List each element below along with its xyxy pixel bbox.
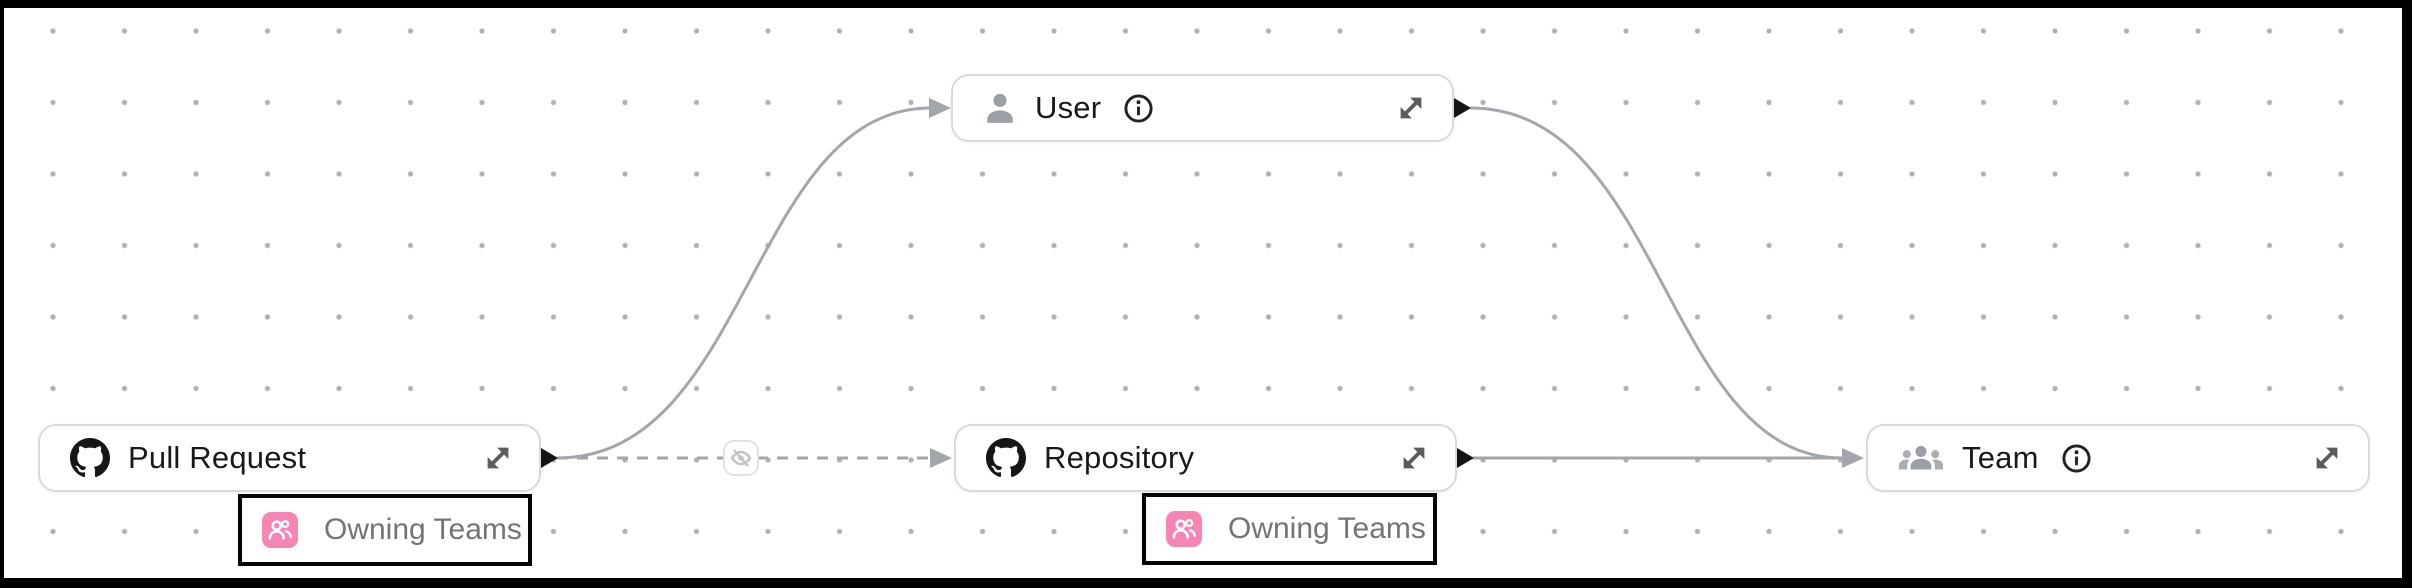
expand-icon[interactable] bbox=[2310, 441, 2344, 475]
source-handle-repository[interactable] bbox=[1457, 448, 1474, 468]
info-icon[interactable] bbox=[1123, 93, 1154, 124]
person-icon bbox=[983, 91, 1017, 125]
arrowhead-into-repository bbox=[930, 448, 952, 468]
node-team[interactable]: Team bbox=[1866, 424, 2370, 492]
node-title: Repository bbox=[1044, 440, 1195, 475]
node-title: Pull Request bbox=[128, 440, 307, 475]
github-icon bbox=[70, 438, 110, 478]
expand-icon[interactable] bbox=[481, 441, 515, 475]
edge-pullrequest-user[interactable] bbox=[556, 106, 932, 460]
node-pull-request[interactable]: Pull Request bbox=[38, 424, 541, 492]
edge-label-text: Owning Teams bbox=[1228, 512, 1426, 545]
edge-label-text: Owning Teams bbox=[324, 513, 522, 546]
arrowhead-into-user bbox=[929, 98, 951, 118]
node-title: Team bbox=[1962, 440, 2039, 475]
graph-canvas[interactable]: Pull Request User bbox=[4, 8, 2402, 578]
expand-icon[interactable] bbox=[1397, 441, 1431, 475]
arrowhead-into-team bbox=[1842, 448, 1864, 468]
edge-user-team[interactable] bbox=[1469, 106, 1843, 460]
source-handle-pull-request[interactable] bbox=[541, 448, 558, 468]
node-repository[interactable]: Repository bbox=[954, 424, 1457, 492]
info-icon[interactable] bbox=[2061, 443, 2092, 474]
github-icon bbox=[986, 438, 1026, 478]
node-title: User bbox=[1035, 90, 1102, 125]
node-user[interactable]: User bbox=[951, 74, 1454, 142]
edge-label-owning-teams[interactable]: Owning Teams bbox=[238, 494, 532, 566]
owning-teams-icon bbox=[1166, 511, 1202, 547]
expand-icon[interactable] bbox=[1394, 91, 1428, 125]
edge-label-owning-teams[interactable]: Owning Teams bbox=[1142, 493, 1437, 565]
group-icon bbox=[1898, 442, 1944, 474]
source-handle-user[interactable] bbox=[1454, 98, 1471, 118]
eye-off-icon[interactable] bbox=[723, 440, 759, 476]
owning-teams-icon bbox=[262, 512, 298, 548]
